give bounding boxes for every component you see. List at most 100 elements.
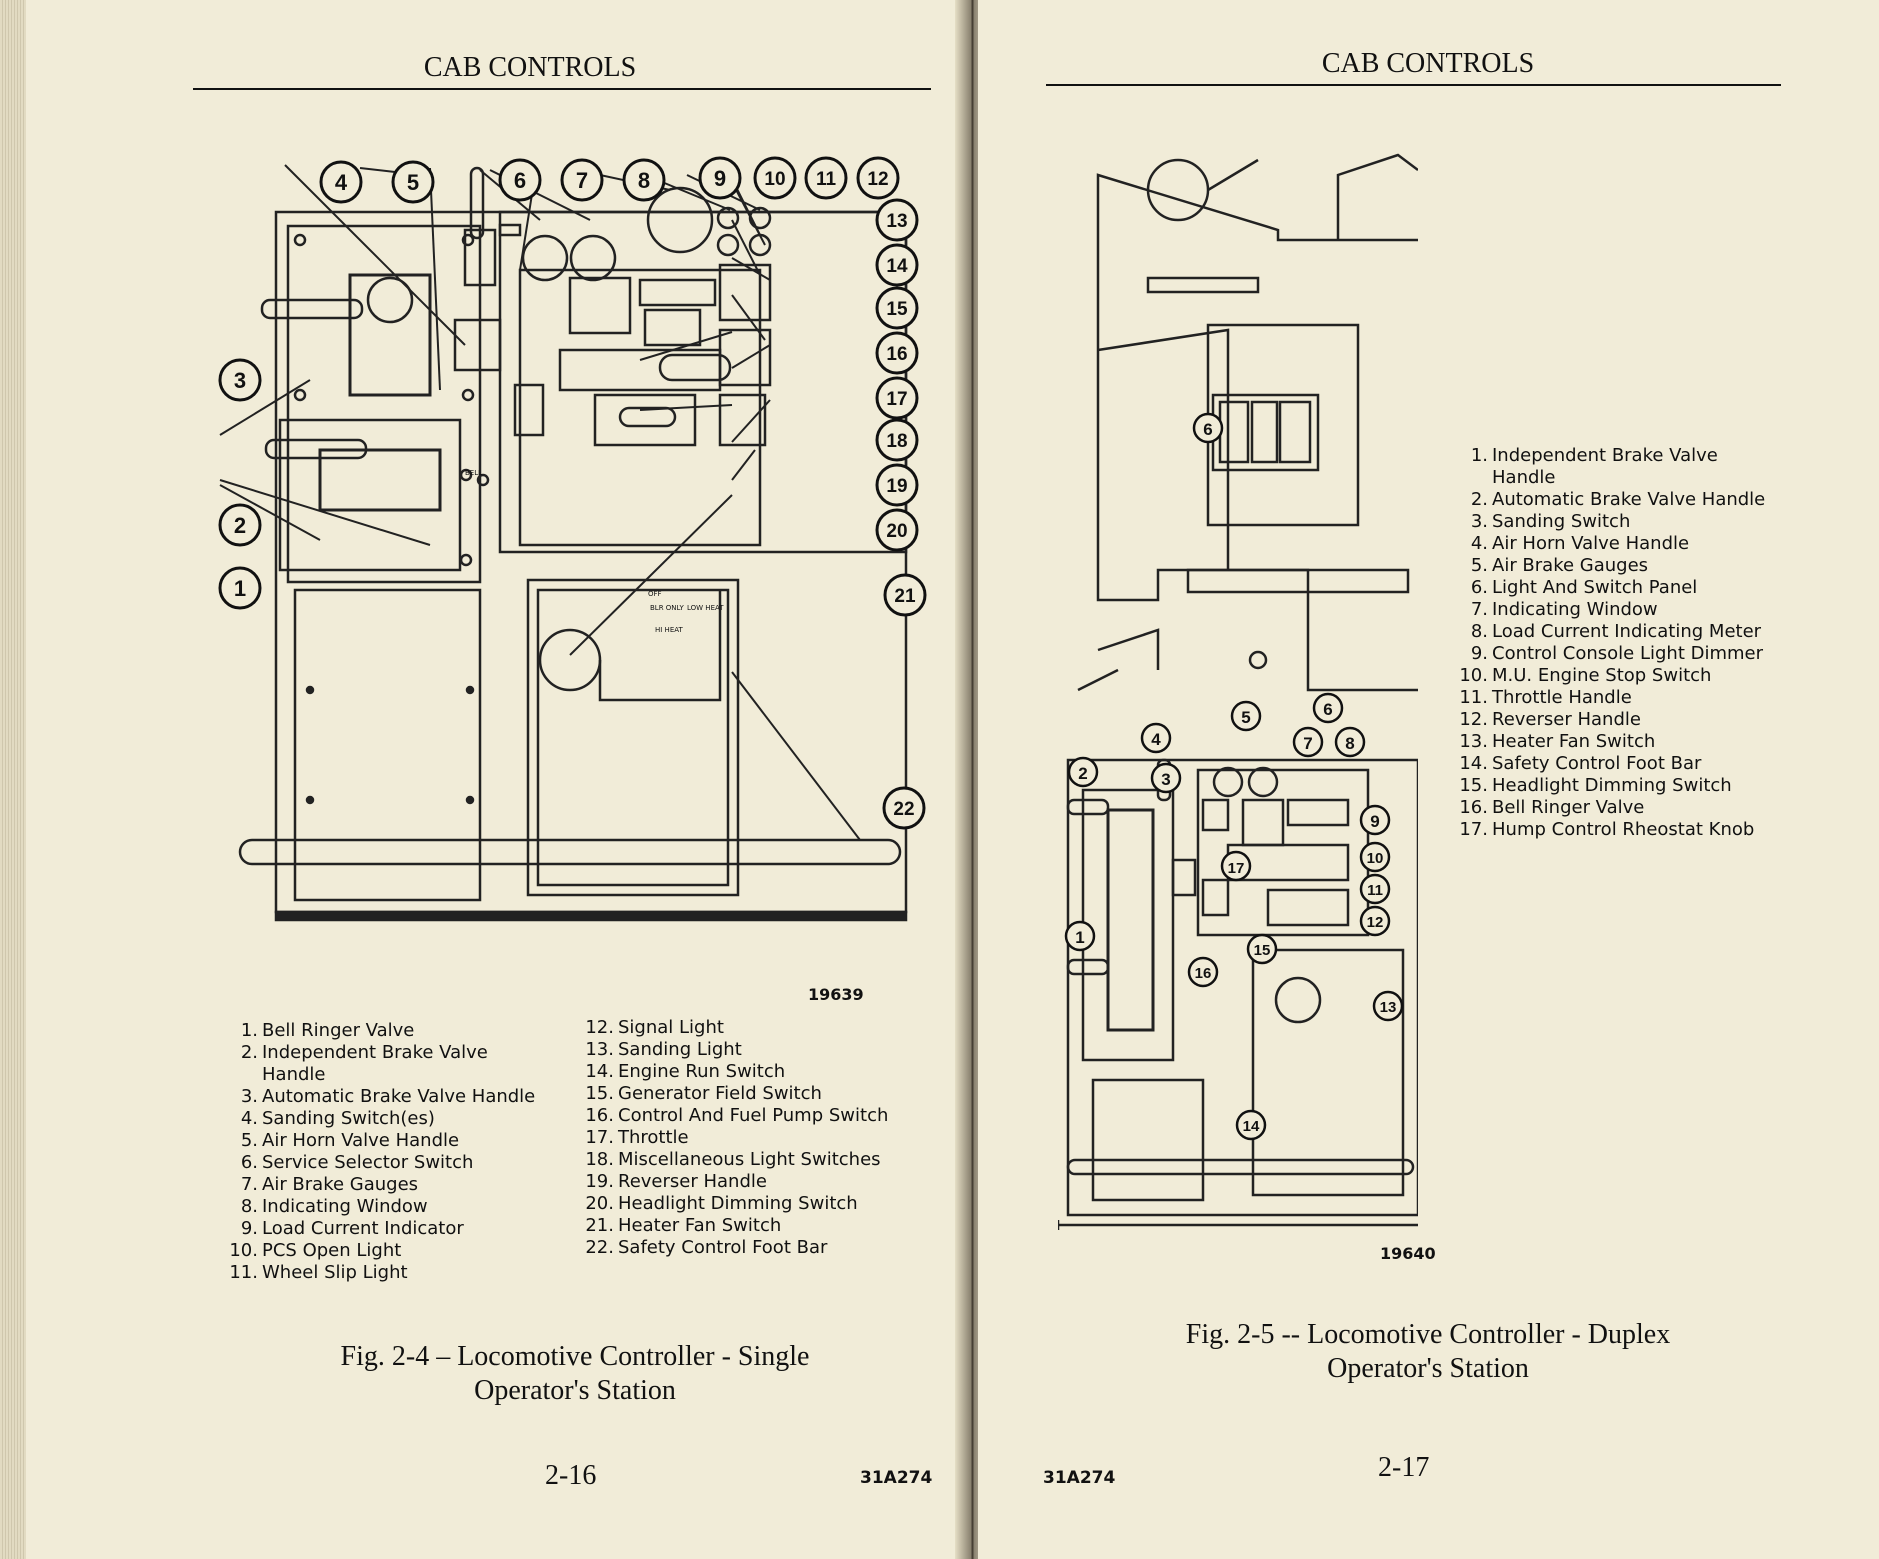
callout-20: 20 (875, 508, 919, 552)
legend-item-number: 13. (585, 1039, 614, 1060)
legend-item-text: Generator Field Switch (618, 1083, 822, 1104)
svg-text:3: 3 (1161, 770, 1170, 789)
r-callout-10: 10 (1359, 841, 1391, 873)
svg-text:5: 5 (1241, 708, 1250, 727)
legend-item-number: 15. (1459, 775, 1488, 796)
svg-text:17: 17 (886, 389, 907, 410)
misc-light-switches (718, 328, 772, 387)
bell-label: BELL (465, 469, 482, 477)
caption-line2: Operator's Station (474, 1375, 676, 1406)
legend-item-number: 10. (1459, 665, 1488, 686)
legend-item-text: Hump Control Rheostat Knob (1492, 819, 1755, 840)
legend-item-text: Service Selector Switch (262, 1152, 474, 1173)
legend-item-number: 8. (1470, 621, 1488, 642)
legend-item-text: Heater Fan Switch (618, 1215, 782, 1236)
callout-1: 1 (218, 566, 262, 610)
header-rule-right (1046, 84, 1781, 86)
legend-item-number: 17. (1459, 819, 1488, 840)
svg-text:1: 1 (234, 576, 246, 601)
r-callout-3: 3 (1150, 762, 1182, 794)
legend-item-text: Air Brake Gauges (1492, 555, 1649, 576)
legend-item: 14.Engine Run Switch (584, 1061, 914, 1083)
page-number-left: 2-16 (545, 1460, 597, 1491)
legend-item-text: Safety Control Foot Bar (618, 1237, 828, 1258)
legend-item-number: 2. (1470, 489, 1488, 510)
svg-text:6: 6 (1203, 420, 1212, 439)
legend-item: 15.Headlight Dimming Switch (1458, 775, 1768, 797)
legend-item-text: Signal Light (618, 1017, 724, 1038)
legend-item: 18.Miscellaneous Light Switches (584, 1149, 914, 1171)
svg-text:18: 18 (886, 431, 907, 452)
legend-item-number: 7. (1470, 599, 1488, 620)
svg-text:11: 11 (816, 169, 837, 190)
legend-item-text: Sanding Switch (1492, 511, 1631, 532)
legend-item: 2.Automatic Brake Valve Handle (1458, 489, 1768, 511)
legend-item: 20.Headlight Dimming Switch (584, 1193, 914, 1215)
figure-caption-right: Fig. 2-5 -- Locomotive Controller - Dupl… (1108, 1318, 1748, 1386)
svg-text:21: 21 (894, 586, 916, 607)
r-callout-13: 13 (1372, 990, 1404, 1022)
svg-text:5: 5 (407, 170, 419, 195)
svg-text:10: 10 (764, 169, 785, 190)
callout-11: 11 (804, 156, 848, 200)
reverser-handle (618, 406, 677, 428)
legend-item-text: Light And Switch Panel (1492, 577, 1698, 598)
service-selector-switch (513, 383, 545, 437)
legend-item-text: Air Brake Gauges (262, 1174, 419, 1195)
svg-text:22: 22 (893, 799, 914, 820)
reverser-slot (593, 393, 697, 447)
legend-item: 14.Safety Control Foot Bar (1458, 753, 1768, 775)
legend-item: 3.Sanding Switch (1458, 511, 1768, 533)
callout-9: 9 (698, 156, 742, 200)
legend-item-number: 4. (240, 1108, 258, 1129)
legend-item-text: Headlight Dimming Switch (1492, 775, 1732, 796)
legend-item: 4.Air Horn Valve Handle (1458, 533, 1768, 555)
legend-item: 2.Independent Brake Valve Handle (228, 1042, 538, 1086)
legend-item: 16.Bell Ringer Valve (1458, 797, 1768, 819)
r-callout-4: 4 (1140, 722, 1172, 754)
callout-10: 10 (753, 156, 797, 200)
svg-text:12: 12 (1367, 914, 1384, 931)
svg-text:13: 13 (1380, 999, 1397, 1016)
svg-text:15: 15 (1254, 942, 1271, 959)
dial-blr-only: BLR ONLY (650, 604, 685, 612)
legend-item-text: Safety Control Foot Bar (1492, 753, 1702, 774)
legend-item-number: 15. (585, 1083, 614, 1104)
svg-text:8: 8 (1345, 734, 1354, 753)
legend-item: 17.Hump Control Rheostat Knob (1458, 819, 1768, 841)
r-callout-15: 15 (1246, 933, 1278, 965)
brake-valve-panel (286, 224, 482, 584)
callout-21: 21 (883, 573, 927, 617)
callout-4: 4 (319, 160, 363, 204)
legend-item-number: 16. (1459, 797, 1488, 818)
independent-brake-block (278, 418, 462, 572)
r-callout-16: 16 (1187, 956, 1219, 988)
svg-text:2: 2 (234, 513, 246, 538)
legend-item: 4.Sanding Switch(es) (228, 1108, 538, 1130)
figure-number-left: 19639 (808, 985, 864, 1004)
legend-item: 10.M.U. Engine Stop Switch (1458, 665, 1768, 687)
legend-item: 8.Load Current Indicating Meter (1458, 621, 1768, 643)
legend-item-text: Reverser Handle (1492, 709, 1641, 730)
svg-text:1: 1 (1075, 928, 1084, 947)
callout-5: 5 (391, 160, 435, 204)
svg-text:14: 14 (1243, 1118, 1260, 1135)
header-rule-left (193, 88, 931, 90)
callout-13: 13 (875, 198, 919, 242)
safety-foot-bar (238, 838, 902, 866)
legend-item: 17.Throttle (584, 1127, 914, 1149)
svg-text:14: 14 (886, 256, 908, 277)
svg-text:7: 7 (576, 168, 588, 193)
legend-item-number: 22. (585, 1237, 614, 1258)
legend-item-text: Load Current Indicating Meter (1492, 621, 1762, 642)
legend-item-number: 11. (1459, 687, 1488, 708)
svg-text:8: 8 (638, 168, 650, 193)
r-callout-6: 6 (1192, 412, 1224, 444)
legend-item-text: Wheel Slip Light (262, 1262, 408, 1283)
legend-item-text: PCS Open Light (262, 1240, 402, 1261)
legend-item-number: 18. (585, 1149, 614, 1170)
svg-text:16: 16 (1195, 965, 1212, 982)
legend-item-number: 14. (585, 1061, 614, 1082)
legend-item-text: Automatic Brake Valve Handle (262, 1086, 536, 1107)
legend-item-text: Bell Ringer Valve (1492, 797, 1645, 818)
